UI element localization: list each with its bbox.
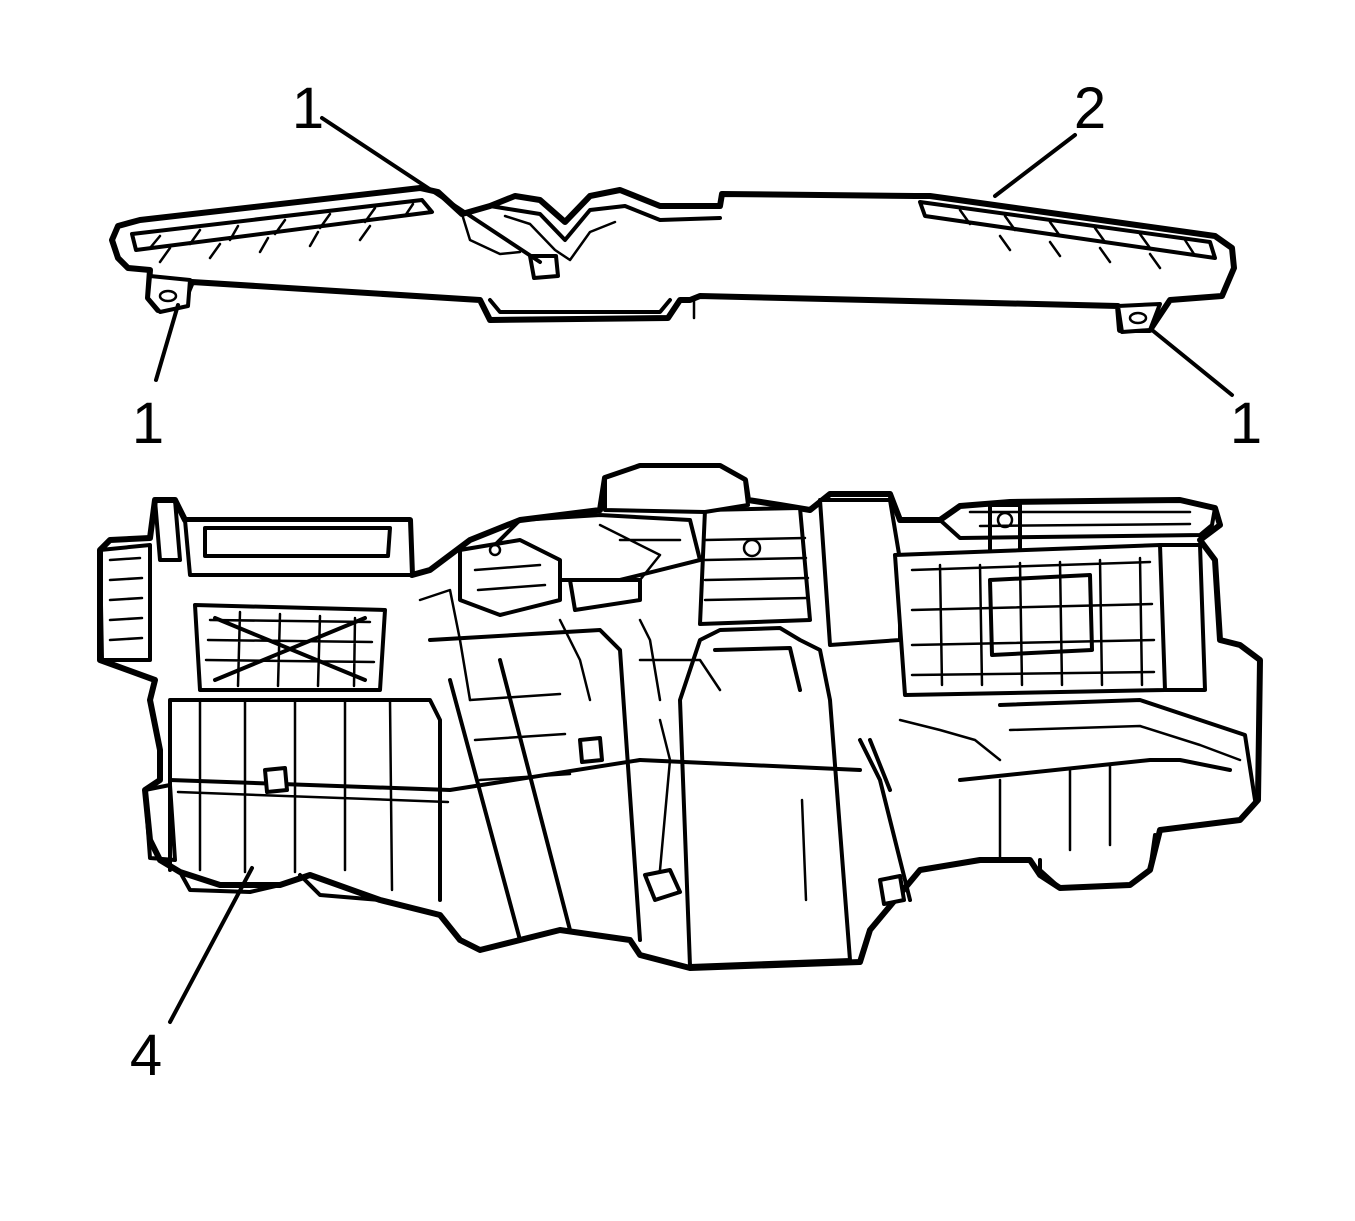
leader-1-left	[154, 303, 180, 382]
callout-1-left: 1	[132, 391, 164, 456]
callout-2-top: 2	[1074, 76, 1106, 141]
callout-1-top: 1	[292, 76, 324, 141]
leader-2-top	[993, 133, 1077, 198]
callout-4-bottom: 4	[130, 1023, 162, 1088]
leader-1-right	[1150, 328, 1234, 397]
leader-4-bottom	[168, 866, 254, 1024]
callout-1-right: 1	[1230, 391, 1262, 456]
callout-labels: 1 2 1 1 4	[130, 76, 1262, 1088]
upper-duct-part	[109, 185, 1237, 334]
leader-1-top	[320, 116, 542, 264]
callout-leaders	[154, 116, 1234, 1024]
hvac-module-assembly	[97, 463, 1263, 971]
